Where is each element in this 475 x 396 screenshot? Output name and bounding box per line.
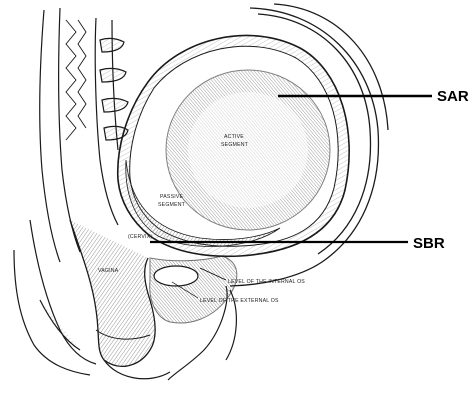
active-segment-label-line2: SEGMENT xyxy=(221,142,249,148)
sar-label: SAR xyxy=(437,88,469,105)
passive-segment-label-line1: PASSIVE xyxy=(160,194,184,200)
vagina-label: VAGINA xyxy=(98,268,119,274)
spine xyxy=(40,8,128,262)
passive-segment-label-line2: SEGMENT xyxy=(158,202,186,208)
sbr-label: SBR xyxy=(413,235,445,252)
external-os-label: LEVEL OF THE EXTERNAL OS xyxy=(200,298,279,304)
cervix-label: (CERVIX) xyxy=(128,234,152,240)
active-segment-label-line1: ACTIVE xyxy=(224,134,244,140)
internal-os-label: LEVEL OF THE INTERNAL OS xyxy=(228,279,305,285)
